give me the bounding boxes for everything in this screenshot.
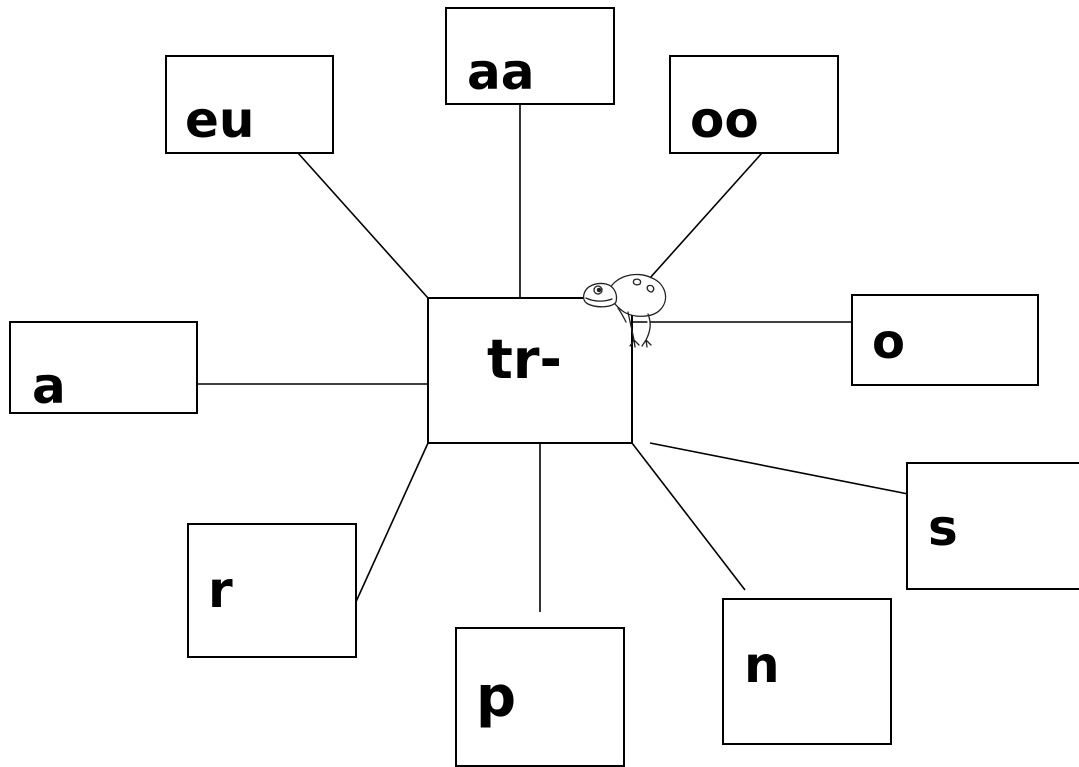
node-box-r <box>187 523 357 658</box>
node-label-r: r <box>208 561 233 619</box>
connector-s <box>649 442 909 495</box>
node-label-aa: aa <box>467 43 535 101</box>
node-label-o: o <box>872 314 905 370</box>
node-box-o <box>851 294 1039 386</box>
node-label-a: a <box>32 357 66 415</box>
center-box <box>427 297 633 444</box>
node-box-eu <box>165 55 334 154</box>
node-label-oo: oo <box>690 91 759 149</box>
node-label-n: n <box>744 636 780 694</box>
connector-n <box>631 442 746 591</box>
connector-oo <box>631 152 763 299</box>
node-box-n <box>722 598 892 745</box>
node-box-aa <box>445 7 615 105</box>
connector-eu <box>297 152 429 299</box>
node-label-p: p <box>476 665 517 730</box>
node-box-s <box>906 462 1079 590</box>
connector-r <box>354 442 429 605</box>
node-box-p <box>455 627 625 767</box>
center-label: tr- <box>487 328 562 391</box>
node-box-a <box>9 321 198 414</box>
node-box-oo <box>669 55 839 154</box>
node-label-s: s <box>928 499 958 557</box>
frog-icon <box>582 273 667 348</box>
node-label-eu: eu <box>185 91 255 149</box>
